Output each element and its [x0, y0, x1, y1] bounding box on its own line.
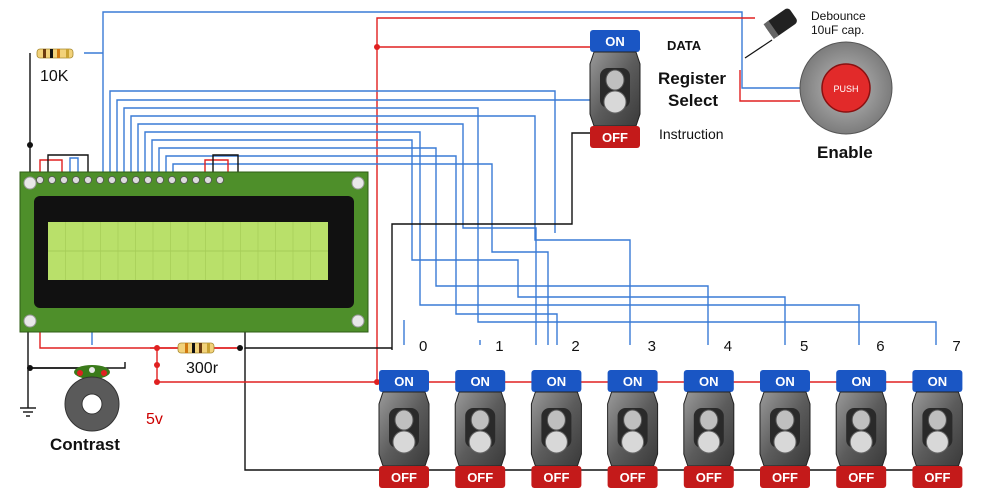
on-tab: [590, 30, 640, 52]
lcd-pin: [204, 176, 212, 184]
off-label: OFF: [467, 470, 493, 485]
off-tab: [912, 466, 963, 488]
enable-push-button[interactable]: PUSH Enable: [799, 41, 893, 162]
data-switch-4[interactable]: ON OFF: [683, 370, 735, 488]
data-label: DATA: [667, 38, 702, 53]
lcd-pin: [36, 176, 44, 184]
off-label: OFF: [391, 470, 417, 485]
data-bit-label: 3: [648, 338, 656, 355]
data-switch-6[interactable]: ON OFF: [835, 370, 887, 488]
on-label: ON: [623, 374, 643, 389]
capacitor-label-2: 10uF cap.: [811, 23, 864, 37]
lcd-pin: [168, 176, 176, 184]
contrast-label: Contrast: [50, 435, 120, 454]
lcd-pin: [120, 176, 128, 184]
push-label: PUSH: [833, 84, 858, 94]
lcd-pin: [72, 176, 80, 184]
data-switch-5[interactable]: ON OFF: [759, 370, 811, 488]
data-bit-label: 0: [419, 338, 427, 355]
contrast-potentiometer[interactable]: Contrast: [50, 365, 120, 454]
off-tab: [836, 466, 887, 488]
data-bit-label: 6: [876, 338, 884, 355]
lcd-pin: [144, 176, 152, 184]
on-label: ON: [470, 374, 490, 389]
resistor-10k-label: 10K: [40, 68, 69, 85]
data-switch-0[interactable]: ON OFF: [378, 370, 430, 488]
on-label: ON: [928, 374, 948, 389]
on-label: ON: [699, 374, 719, 389]
data-switch-2[interactable]: ON OFF: [530, 370, 582, 488]
off-tab: [683, 466, 734, 488]
data-switches: ON OFF 0ON OFF 1ON OFF 2ON OFF 3ON OFF 4ON OFF 5ON OF…: [378, 338, 963, 488]
on-label: ON: [605, 34, 625, 49]
on-tab: [455, 370, 506, 392]
data-switch-3[interactable]: ON OFF: [607, 370, 659, 488]
off-label: OFF: [602, 130, 628, 145]
lcd-pin: [180, 176, 188, 184]
capacitor-label-1: Debounce: [811, 9, 866, 23]
data-switch-7[interactable]: ON OFF: [911, 370, 963, 488]
off-label: OFF: [848, 470, 874, 485]
off-tab: [590, 126, 640, 148]
lcd-module: [19, 171, 369, 333]
off-label: OFF: [772, 470, 798, 485]
wires: [27, 11, 960, 471]
off-tab: [760, 466, 810, 488]
on-tab: [912, 370, 963, 392]
resistor-300r-label: 300r: [186, 360, 219, 377]
instruction-label: Instruction: [659, 126, 724, 142]
on-label: ON: [547, 374, 567, 389]
resistor-300r: 300r: [177, 342, 219, 377]
data-bit-label: 7: [952, 338, 960, 355]
off-tab: [531, 466, 582, 488]
data-switch-1[interactable]: ON OFF: [454, 370, 506, 488]
lcd-pin: [84, 176, 92, 184]
off-tab: [607, 466, 658, 488]
on-tab: [760, 370, 810, 392]
data-bit-label: 2: [571, 338, 579, 355]
wire-5v-enable: [739, 70, 800, 102]
lcd-pin: [48, 176, 56, 184]
lcd-pin: [60, 176, 68, 184]
lcd-pin: [96, 176, 104, 184]
register-label-2: Select: [668, 91, 718, 110]
data-bit-label: 4: [724, 338, 732, 355]
lcd-pin: [192, 176, 200, 184]
off-label: OFF: [696, 470, 722, 485]
lcd-pin: [156, 176, 164, 184]
voltage-label: 5v: [146, 411, 163, 428]
wire-enable: [102, 11, 800, 178]
off-tab: [455, 466, 506, 488]
resistor-10k: 10K: [36, 48, 74, 85]
register-select-switch[interactable]: ON OFF: [589, 30, 641, 148]
off-label: OFF: [543, 470, 569, 485]
on-tab: [607, 370, 658, 392]
enable-label: Enable: [817, 143, 873, 162]
on-tab: [683, 370, 734, 392]
on-tab: [836, 370, 887, 392]
register-label-1: Register: [658, 69, 726, 88]
debounce-capacitor: Debounce 10uF cap.: [744, 8, 866, 59]
off-tab: [379, 466, 429, 488]
on-tab: [531, 370, 582, 392]
ground-icon: [20, 407, 36, 417]
off-label: OFF: [620, 470, 646, 485]
lcd-pin: [132, 176, 140, 184]
on-label: ON: [851, 374, 871, 389]
data-bit-label: 1: [495, 338, 503, 355]
on-label: ON: [394, 374, 414, 389]
wire-5v-top: [376, 17, 755, 380]
junctions: [27, 44, 380, 385]
lcd-pin: [108, 176, 116, 184]
data-bit-label: 5: [800, 338, 808, 355]
off-label: OFF: [924, 470, 950, 485]
lcd-pin: [216, 176, 224, 184]
on-tab: [379, 370, 429, 392]
on-label: ON: [775, 374, 795, 389]
